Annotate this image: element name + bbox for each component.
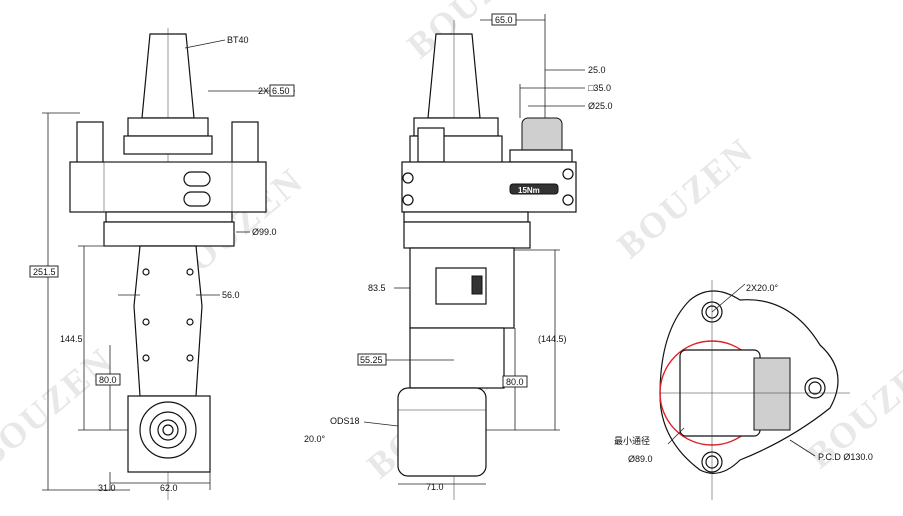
bottom-view: 2X20.0° 最小通径 Ø89.0 P.C.D Ø130.0 (614, 280, 873, 500)
label-h83: 83.5 (368, 283, 386, 293)
label-w65: 65.0 (495, 15, 513, 25)
label-pcd: P.C.D Ø130.0 (818, 452, 873, 462)
label-body-height: 144.5 (60, 334, 83, 344)
slot (183, 191, 211, 207)
label-head-width: 62.0 (160, 483, 178, 493)
main-housing (69, 161, 267, 213)
front-view: BT40 2X 6.50 251.5 Ø99.0 56.0 144.5 80.0… (29, 28, 295, 500)
label-head-height: 80.0 (99, 375, 117, 385)
left-post (76, 121, 104, 165)
side-head (397, 387, 487, 477)
label-overall-height: 251.5 (33, 267, 56, 277)
square-drive (753, 357, 791, 431)
label-bt40: BT40 (227, 35, 249, 45)
label-torque: 15Nm (518, 186, 540, 195)
label-min-dia-name: 最小通径 (614, 435, 650, 446)
label-sq35: □35.0 (588, 83, 611, 93)
watermark: BOUZEN (609, 130, 760, 266)
watermark: BOUZEN (0, 340, 121, 476)
label-h55: 55.25 (360, 355, 383, 365)
flange-ring (127, 117, 209, 137)
label-2x: 2X (258, 86, 269, 96)
label-min-dia: Ø89.0 (628, 454, 653, 464)
label-ods: ODS18 (330, 416, 360, 426)
label-h144: (144.5) (538, 334, 567, 344)
label-flange-dia: Ø99.0 (252, 227, 277, 237)
label-body-width: 56.0 (222, 290, 240, 300)
label-d25: 25.0 (588, 65, 606, 75)
scale-ring (105, 211, 233, 223)
torque-wrench-icon (509, 183, 559, 195)
right-post (231, 121, 259, 165)
label-offset: 31.0 (98, 483, 116, 493)
flange-ring (123, 135, 213, 155)
label-hole-dia: 6.50 (272, 86, 290, 96)
watermark: BOUZEN (399, 0, 550, 66)
label-h80: 80.0 (506, 377, 524, 387)
side-view: 15Nm 65.0 25.0 □35.0 Ø25.0 83.5 55.25 (1… (304, 13, 613, 500)
label-w71: 71.0 (426, 482, 444, 492)
collar (103, 221, 235, 247)
label-angle-spec: 2X20.0° (746, 283, 779, 293)
slot (183, 171, 211, 187)
label-dia25: Ø25.0 (588, 101, 613, 111)
label-angle: 20.0° (304, 434, 326, 444)
